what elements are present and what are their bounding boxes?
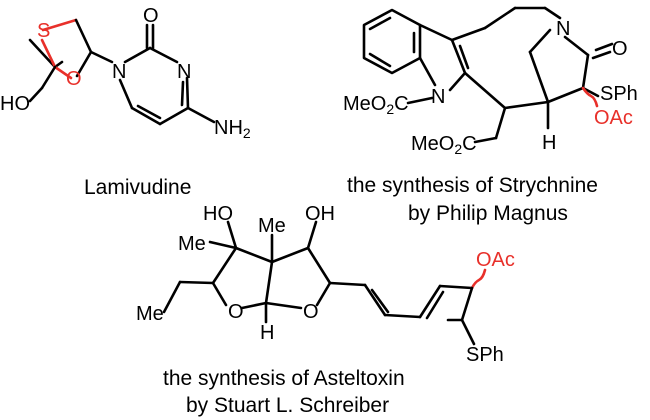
indole-nitrogen-atom: N [431, 86, 445, 108]
hydroxyl-label: HO [0, 93, 30, 115]
asteltoxin-caption-line2: by Stuart L. Schreiber [186, 394, 389, 417]
carbonyl-oxygen-atom: O [143, 5, 159, 27]
strychnine-intermediate-structure: N O SPh OAc N MeO2C MeO2C H the synthesi… [343, 6, 638, 225]
left-ring-oxygen-atom: O [228, 301, 244, 323]
right-ring-oxygen-atom: O [303, 301, 319, 323]
amide-nitrogen-atom: N [556, 18, 570, 40]
bridgehead-hydrogen-label: H [260, 322, 274, 344]
n1-atom: N [112, 61, 126, 83]
sph-group-label: SPh [600, 83, 638, 105]
hydroxyl-right-label: OH [305, 203, 335, 225]
ethyl-methyl-label: Me [136, 303, 164, 325]
methyl-left-label: Me [178, 233, 206, 255]
acetoxy-group-label: OAc [594, 107, 633, 129]
acetoxy-label: OAc [476, 249, 515, 271]
asteltoxin-caption-line1: the synthesis of Asteltoxin [163, 367, 405, 390]
phenylthio-label: SPh [466, 344, 504, 366]
ch2oh-bond [53, 60, 64, 69]
strychnine-caption-line2: by Philip Magnus [408, 202, 568, 225]
ester-label: MeO2C [411, 133, 477, 157]
hydroxyl-left-label: HO [203, 203, 233, 225]
lamivudine-caption: Lamivudine [84, 176, 191, 199]
n3-atom: N [177, 61, 191, 83]
strychnine-caption-line1: the synthesis of Strychnine [347, 174, 598, 197]
amide-oxygen-atom: O [612, 38, 628, 60]
sulfur-atom: S [37, 20, 50, 42]
n-carbamate-label: MeO2C [343, 93, 409, 117]
ring-oxygen-atom: O [66, 68, 82, 90]
lamivudine-structure: S O HO N N O NH2 Lamivudine [0, 5, 251, 199]
asteltoxin-intermediate-structure: HO OH Me Me Me O O H OAc SPh the synthes… [136, 203, 515, 417]
amino-group-label: NH2 [214, 117, 251, 141]
hydrogen-label: H [542, 132, 556, 154]
methyl-top-label: Me [258, 215, 286, 237]
